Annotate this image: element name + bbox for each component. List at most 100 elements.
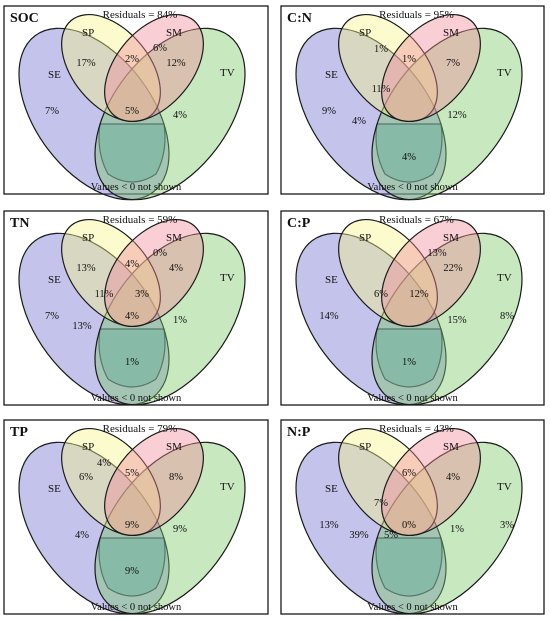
region-value-bottom: 9% — [125, 566, 139, 577]
ellipse-tv — [94, 27, 246, 201]
ellipse-sm — [381, 427, 481, 537]
region-value-center: 0% — [402, 520, 416, 531]
residuals-label: Residuals = 79% — [103, 423, 178, 435]
footer-note: Values < 0 not shown — [91, 182, 182, 193]
set-label-sm: SM — [443, 27, 459, 39]
region-value-bottom: 1% — [125, 357, 139, 368]
ellipse-tv — [94, 232, 246, 406]
region-value-se-lower: 13% — [72, 321, 92, 332]
residuals-label: Residuals = 67% — [379, 214, 454, 226]
set-label-sm: SM — [166, 232, 182, 244]
bottom-lobe — [98, 328, 166, 388]
set-label-sp: SP — [82, 27, 94, 39]
bottom-lobe — [375, 123, 443, 183]
ellipse-sm — [104, 13, 204, 123]
region-value-se-only: 9% — [322, 106, 336, 117]
region-value-sp-sm: 4% — [125, 259, 139, 270]
region-value-sm-tv: 22% — [443, 263, 463, 274]
panel-title: C:P — [287, 216, 311, 231]
set-label-sp: SP — [82, 441, 94, 453]
region-value-se-lower: 4% — [352, 116, 366, 127]
ellipse-sp — [338, 427, 438, 537]
region-value-sp-only: 1% — [374, 44, 388, 55]
ellipse-se — [18, 441, 170, 615]
footer-note: Values < 0 not shown — [367, 602, 458, 613]
ellipse-tv — [371, 232, 523, 406]
region-value-sp-sm: 6% — [402, 468, 416, 479]
set-label-sm: SM — [166, 441, 182, 453]
set-label-sm: SM — [443, 441, 459, 453]
region-value-se-only: 7% — [45, 311, 59, 322]
panel-title: TP — [10, 425, 28, 440]
region-value-tv-only: 8% — [500, 311, 514, 322]
region-value-tv-mid: 15% — [447, 315, 467, 326]
region-value-sm-tv: 4% — [169, 263, 183, 274]
region-value-se-lower: 39% — [349, 530, 369, 541]
region-value-sp-only: 4% — [97, 458, 111, 469]
ellipse-sp — [61, 13, 161, 123]
panel-frame — [280, 5, 545, 195]
region-value-se-only: 13% — [319, 520, 339, 531]
region-value-tv-mid: 1% — [450, 524, 464, 535]
region-value-bottom: 4% — [402, 152, 416, 163]
set-label-tv: TV — [220, 272, 235, 284]
region-value-se-lower: 4% — [75, 530, 89, 541]
ellipse-sp — [61, 427, 161, 537]
footer-note: Values < 0 not shown — [91, 393, 182, 404]
set-label-tv: TV — [497, 272, 512, 284]
bottom-lobe — [375, 537, 443, 597]
footer-note: Values < 0 not shown — [367, 182, 458, 193]
set-label-sp: SP — [359, 27, 371, 39]
ellipse-se — [295, 27, 447, 201]
bottom-lobe — [375, 328, 443, 388]
region-value-se-only: 14% — [319, 311, 339, 322]
region-value-center: 4% — [125, 311, 139, 322]
region-value-sp-sm: 2% — [125, 54, 139, 65]
residuals-label: Residuals = 59% — [103, 214, 178, 226]
ellipse-sm — [104, 427, 204, 537]
region-value-sm-tv: 7% — [446, 58, 460, 69]
set-label-sm: SM — [443, 232, 459, 244]
region-value-tv-mid: 12% — [447, 110, 467, 121]
set-label-sp: SP — [359, 441, 371, 453]
region-value-se-sp: 6% — [374, 289, 388, 300]
set-label-se: SE — [48, 69, 61, 81]
ellipse-sm — [381, 13, 481, 123]
ellipse-se — [295, 232, 447, 406]
panel-title: N:P — [287, 425, 311, 440]
set-label-tv: TV — [220, 67, 235, 79]
set-label-tv: TV — [497, 481, 512, 493]
region-value-sp-se: 6% — [79, 472, 93, 483]
region-value-center-lower: 5% — [384, 530, 398, 541]
region-value-center: 9% — [125, 520, 139, 531]
set-label-sp: SP — [82, 232, 94, 244]
region-value-sm-tv: 8% — [169, 472, 183, 483]
region-value-sp-sm: 1% — [402, 54, 416, 65]
ellipse-se — [295, 441, 447, 615]
region-value-tv-mid: 1% — [173, 315, 187, 326]
region-value-sp-se: 17% — [76, 58, 96, 69]
region-value-se-sp: 7% — [374, 498, 388, 509]
set-label-tv: TV — [220, 481, 235, 493]
ellipse-tv — [371, 441, 523, 615]
ellipse-tv — [371, 27, 523, 201]
region-value-sp-se: 13% — [76, 263, 96, 274]
set-label-se: SE — [325, 69, 338, 81]
panel-title: C:N — [287, 11, 312, 26]
ellipse-tv — [94, 441, 246, 615]
residuals-label: Residuals = 84% — [103, 9, 178, 21]
set-label-tv: TV — [497, 67, 512, 79]
region-value-sm-tv: 12% — [166, 58, 186, 69]
region-value-tv-mid: 4% — [173, 110, 187, 121]
region-value-bottom: 1% — [402, 357, 416, 368]
set-label-se: SE — [48, 483, 61, 495]
panel-title: TN — [10, 216, 29, 231]
bottom-lobe — [98, 123, 166, 183]
set-label-sp: SP — [359, 232, 371, 244]
